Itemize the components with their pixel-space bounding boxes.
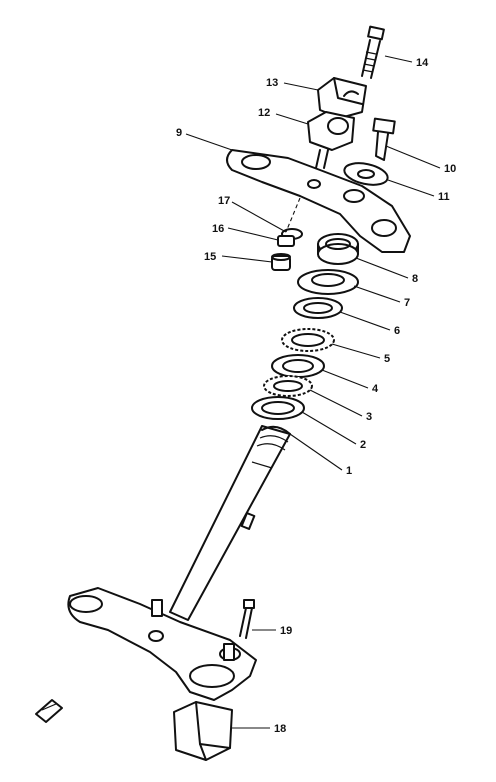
part-7-cover	[297, 269, 359, 295]
callout-16: 16	[212, 223, 224, 235]
part-15-collar	[271, 253, 291, 271]
under-bracket	[67, 587, 257, 701]
part-8-ring-nut	[317, 233, 359, 265]
part-1-steering-stem	[169, 425, 291, 621]
callout-15: 15	[204, 251, 216, 263]
callout-4: 4	[372, 383, 379, 395]
callout-7: 7	[404, 297, 410, 309]
part-2-race	[251, 396, 305, 420]
part-4-race	[271, 354, 325, 378]
part-3-bearing	[263, 375, 313, 397]
callout-17: 17	[218, 195, 230, 207]
part-19-bolt	[239, 599, 255, 639]
front-arrow-icon	[35, 699, 63, 723]
part-10-bolt	[372, 117, 396, 161]
callout-12: 12	[258, 107, 270, 119]
callout-8: 8	[412, 273, 418, 285]
callout-labels: 14 13 12 10 9 11 17 16 15 8 7 6 5 4 3 2 …	[176, 57, 456, 735]
callout-18: 18	[274, 723, 286, 735]
part-11-washer	[343, 162, 389, 186]
leader-lines	[185, 55, 441, 729]
part-6-race	[293, 297, 343, 319]
callout-1: 1	[346, 465, 352, 477]
assembly-axis	[285, 197, 301, 233]
callout-13: 13	[266, 77, 278, 89]
part-14-bolt	[361, 25, 385, 79]
callout-19: 19	[280, 625, 292, 637]
callout-9: 9	[176, 127, 182, 139]
part-13-upper-holder	[317, 77, 367, 119]
part-5-bearing	[281, 328, 335, 352]
part-9-upper-bracket	[226, 149, 411, 253]
callout-10: 10	[444, 163, 456, 175]
callout-3: 3	[366, 411, 372, 423]
part-12-lower-holder	[307, 111, 355, 169]
part-16-nut	[277, 235, 295, 247]
callout-6: 6	[394, 325, 400, 337]
callout-11: 11	[438, 191, 450, 203]
part-18-clamp	[173, 701, 233, 761]
callout-2: 2	[360, 439, 366, 451]
callout-5: 5	[384, 353, 390, 365]
callout-14: 14	[416, 57, 429, 69]
